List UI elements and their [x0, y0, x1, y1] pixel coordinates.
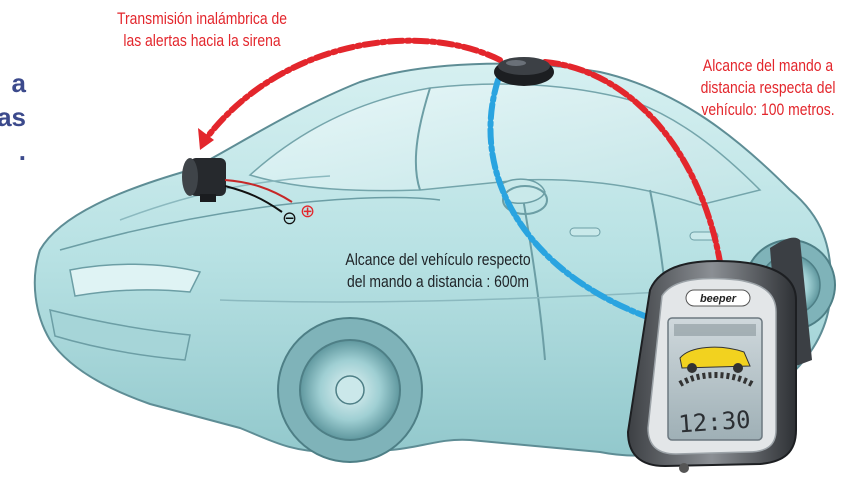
remote-lcd-screen: [667, 317, 763, 441]
front-grille: [49, 308, 191, 361]
label-vehicle-range-line-2: del mando a distancia : 600m: [346, 272, 530, 291]
steering-wheel: [502, 185, 548, 215]
door-handle-front: [569, 227, 601, 237]
label-remote-range-line-2: distancia respecta del: [700, 78, 836, 97]
partial-heading-text: a as .: [0, 66, 26, 168]
label-remote-range-line-3: vehículo: 100 metros.: [701, 100, 835, 119]
partial-heading-line-1: a: [11, 68, 26, 98]
label-remote-range-line-1: Alcance del mando a: [702, 56, 834, 75]
remote-clock-display: 12:30: [677, 406, 751, 439]
headlight: [69, 263, 202, 297]
label-vehicle-range: Alcance del vehículo respecto del mando …: [323, 249, 553, 293]
pillar-a: [414, 87, 431, 191]
car-windows: [248, 83, 762, 206]
partial-heading-line-2: as: [0, 102, 26, 132]
positive-terminal-symbol: ⊕: [300, 201, 315, 222]
remote-control-icon: beeper 12:30: [626, 237, 812, 473]
front-wheel: [277, 317, 423, 463]
label-wireless-transmission: Transmisión inalámbrica de las alertas h…: [104, 8, 301, 52]
alarm-module-icon: [494, 57, 554, 86]
blue-arc-to-remote: [487, 77, 653, 321]
lcd-car-icon: [679, 346, 751, 369]
partial-heading-line-3: .: [18, 136, 26, 166]
side-mirror: [499, 178, 546, 205]
siren-icon: [182, 158, 293, 213]
label-wireless-line-2: las alertas hacia la sirena: [123, 31, 281, 50]
label-vehicle-range-line-1: Alcance del vehículo respecto: [345, 250, 531, 269]
red-arc-to-siren: [202, 37, 503, 143]
label-wireless-line-1: Transmisión inalámbrica de: [117, 9, 287, 28]
hood-crease: [119, 175, 331, 221]
red-arrowhead-siren: [198, 128, 214, 150]
remote-brand-logo: beeper: [700, 293, 737, 305]
negative-terminal-symbol: ⊖: [282, 208, 297, 229]
label-remote-range: Alcance del mando a distancia respecta d…: [686, 55, 841, 121]
red-arc-to-remote: [542, 59, 723, 265]
